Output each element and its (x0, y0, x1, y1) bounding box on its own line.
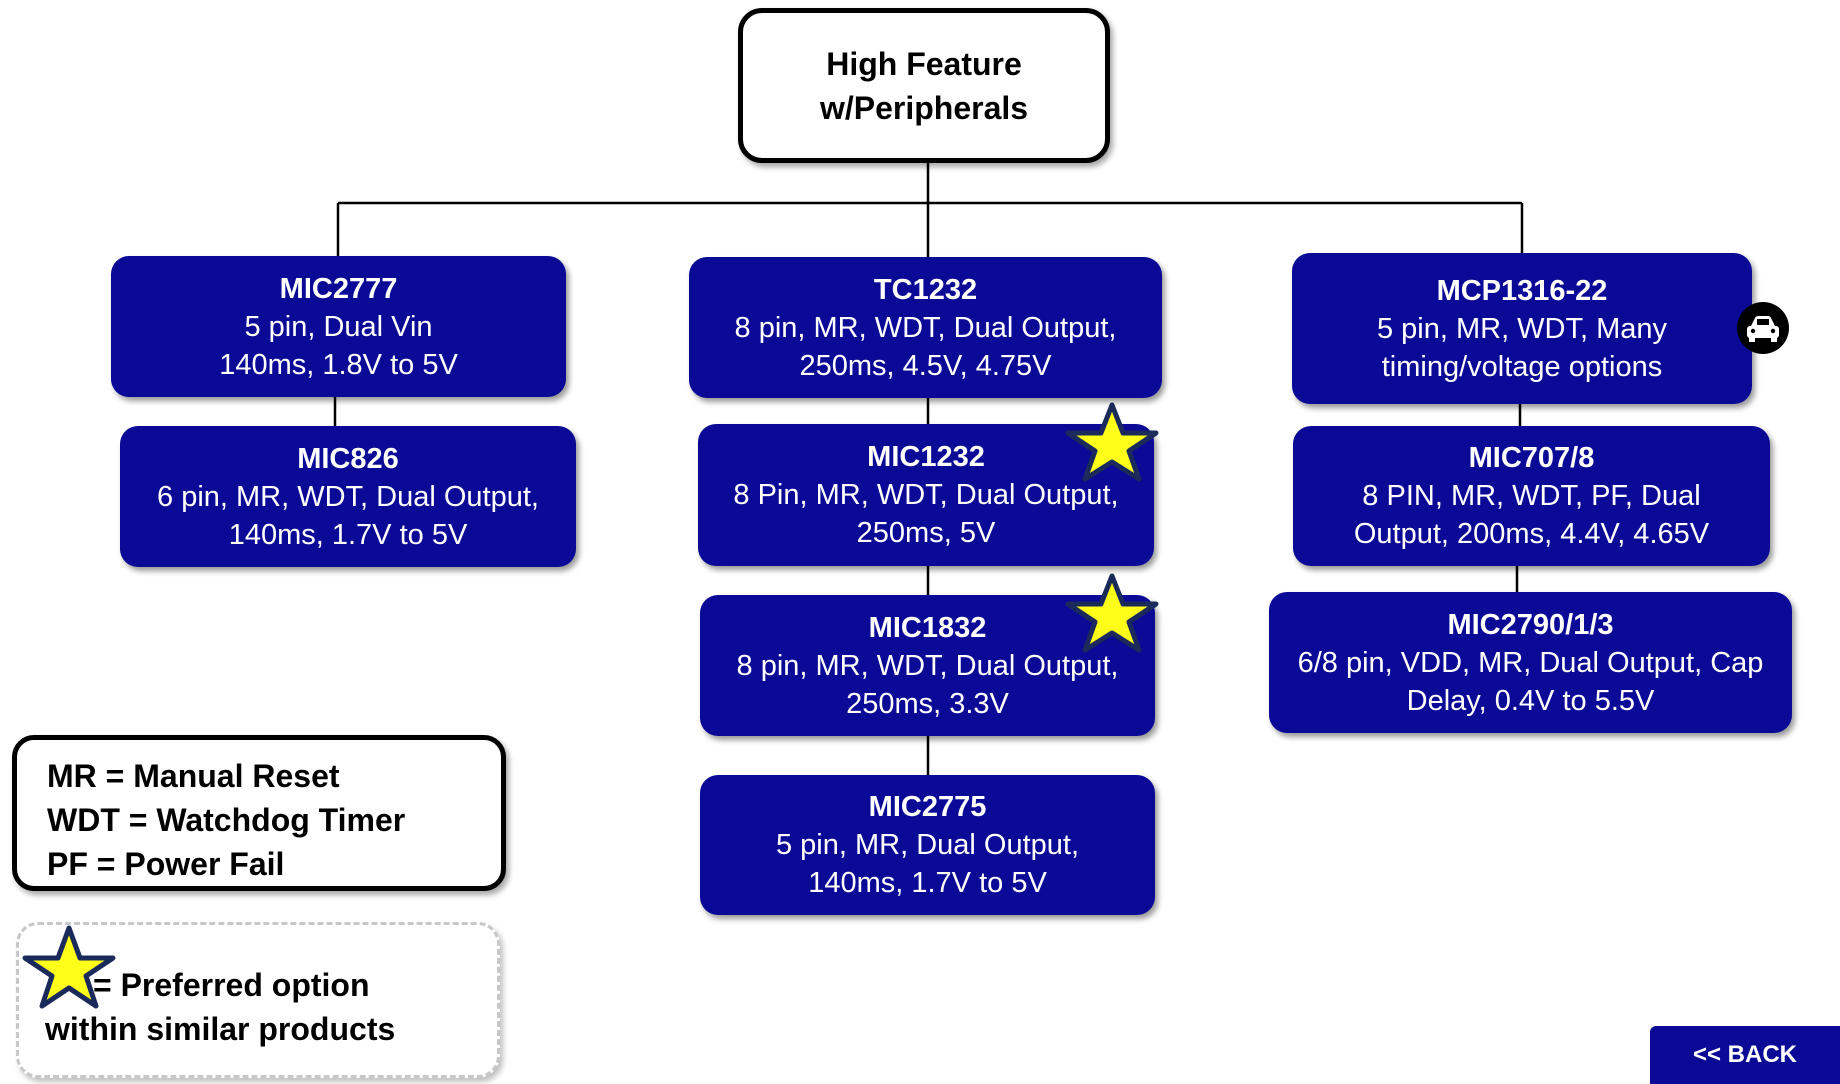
node-desc-line: 8 PIN, MR, WDT, PF, Dual (1362, 480, 1701, 512)
node-mic1232[interactable]: MIC1232 8 Pin, MR, WDT, Dual Output, 250… (698, 424, 1154, 566)
node-mic2775[interactable]: MIC2775 5 pin, MR, Dual Output, 140ms, 1… (700, 775, 1155, 915)
node-desc-line: 5 pin, Dual Vin (244, 310, 433, 343)
preferred-legend: = Preferred option within similar produc… (16, 922, 500, 1078)
node-desc-line: 250ms, 4.5V, 4.75V (799, 349, 1052, 382)
node-desc-line: 5 pin, MR, Dual Output, (775, 829, 1080, 861)
legend-line-pf: PF = Power Fail (47, 846, 285, 882)
node-desc-line: 6 pin, MR, WDT, Dual Output, (157, 480, 539, 513)
node-desc-line: Output, 200ms, 4.4V, 4.65V (1353, 518, 1710, 550)
abbreviation-legend: MR = Manual Reset WDT = Watchdog Timer P… (12, 735, 506, 891)
node-title: TC1232 (873, 273, 978, 306)
node-title: MCP1316-22 (1436, 274, 1608, 307)
node-desc-line: 8 Pin, MR, WDT, Dual Output, (733, 479, 1119, 511)
node-mic1832[interactable]: MIC1832 8 pin, MR, WDT, Dual Output, 250… (700, 595, 1155, 736)
node-desc-line: 140ms, 1.7V to 5V (808, 867, 1047, 899)
node-mcp1316-22[interactable]: MCP1316-22 5 pin, MR, WDT, Many timing/v… (1292, 253, 1752, 404)
preferred-legend-line2: within similar products (45, 1011, 396, 1047)
node-desc-line: 140ms, 1.8V to 5V (219, 348, 458, 381)
node-desc-line: 250ms, 5V (856, 517, 996, 549)
preferred-legend-line1: = Preferred option (93, 967, 370, 1003)
star-icon (1065, 573, 1159, 653)
star-icon (1065, 402, 1159, 482)
root-title-line1: High Feature (826, 45, 1022, 82)
node-desc-line: Delay, 0.4V to 5.5V (1406, 684, 1655, 717)
legend-line-mr: MR = Manual Reset (47, 758, 340, 794)
node-desc-line: 8 pin, MR, WDT, Dual Output, (734, 311, 1117, 344)
node-title: MIC2790/1/3 (1447, 608, 1614, 641)
car-icon (1737, 302, 1789, 354)
node-desc-line: 140ms, 1.7V to 5V (228, 518, 468, 551)
node-mic707-8[interactable]: MIC707/8 8 PIN, MR, WDT, PF, Dual Output… (1293, 426, 1770, 566)
node-title: MIC2775 (868, 791, 987, 823)
root-title-line2: w/Peripherals (819, 89, 1029, 126)
back-button[interactable]: << BACK (1650, 1026, 1840, 1084)
node-desc-line: 5 pin, MR, WDT, Many (1376, 312, 1668, 345)
legend-line-wdt: WDT = Watchdog Timer (47, 802, 406, 838)
node-title: MIC707/8 (1468, 442, 1595, 474)
star-icon (22, 925, 116, 1009)
node-desc-line: 6/8 pin, VDD, MR, Dual Output, Cap (1297, 646, 1764, 679)
node-desc-line: 250ms, 3.3V (846, 687, 1009, 720)
node-title: MIC826 (297, 442, 399, 475)
node-mic826[interactable]: MIC826 6 pin, MR, WDT, Dual Output, 140m… (120, 426, 576, 567)
root-node: High Feature w/Peripherals (738, 8, 1110, 163)
node-desc-line: 8 pin, MR, WDT, Dual Output, (736, 649, 1119, 682)
node-desc-line: timing/voltage options (1381, 350, 1663, 383)
node-title: MIC2777 (279, 272, 398, 305)
node-tc1232[interactable]: TC1232 8 pin, MR, WDT, Dual Output, 250m… (689, 257, 1162, 398)
node-title: MIC1832 (868, 611, 987, 644)
node-mic2777[interactable]: MIC2777 5 pin, Dual Vin 140ms, 1.8V to 5… (111, 256, 566, 397)
node-title: MIC1232 (867, 441, 985, 473)
node-mic2790[interactable]: MIC2790/1/3 6/8 pin, VDD, MR, Dual Outpu… (1269, 592, 1792, 733)
